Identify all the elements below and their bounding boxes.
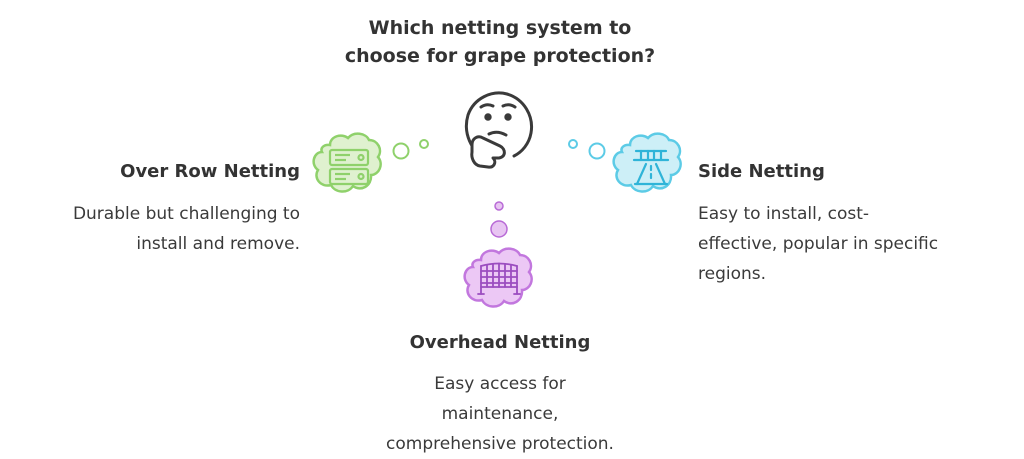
net-grid-icon [477, 262, 521, 295]
overhead-description-line-3: comprehensive protection. [386, 434, 614, 454]
overhead-netting-description: Easy access for maintenance, comprehensi… [300, 369, 700, 459]
side-thought-bubbles [568, 139, 606, 160]
over-row-thought-bubbles [392, 139, 429, 160]
netted-road-gate-icon [632, 149, 670, 186]
side-netting-heading: Side Netting [698, 161, 825, 182]
side-netting-description: Easy to install, cost- effective, popula… [698, 199, 1018, 289]
over-row-cloud [312, 132, 382, 193]
over-row-netting-heading: Over Row Netting [120, 161, 300, 182]
overhead-cloud [463, 247, 533, 308]
overhead-netting-heading: Overhead Netting [409, 332, 591, 353]
side-description-line-1: Easy to install, cost- [698, 204, 870, 224]
side-cloud [612, 132, 682, 193]
overhead-description-line-1: Easy access for [434, 374, 566, 394]
overhead-description-line-2: maintenance, [441, 404, 559, 424]
overhead-thought-bubbles [490, 201, 508, 238]
side-description-line-3: regions. [698, 264, 767, 284]
side-description-line-2: effective, popular in specific [698, 234, 939, 254]
title-line-1: Which netting system to [368, 17, 632, 39]
over-row-description-line-1: Durable but challenging to [72, 204, 300, 224]
title-line-2: choose for grape protection? [344, 45, 656, 67]
over-row-description-line-2: install and remove. [136, 234, 300, 254]
thinking-face-icon [465, 91, 534, 169]
over-row-netting-description: Durable but challenging to install and r… [0, 199, 300, 259]
diagram-title: Which netting system to choose for grape… [290, 14, 710, 70]
server-rack-icon [328, 148, 370, 186]
